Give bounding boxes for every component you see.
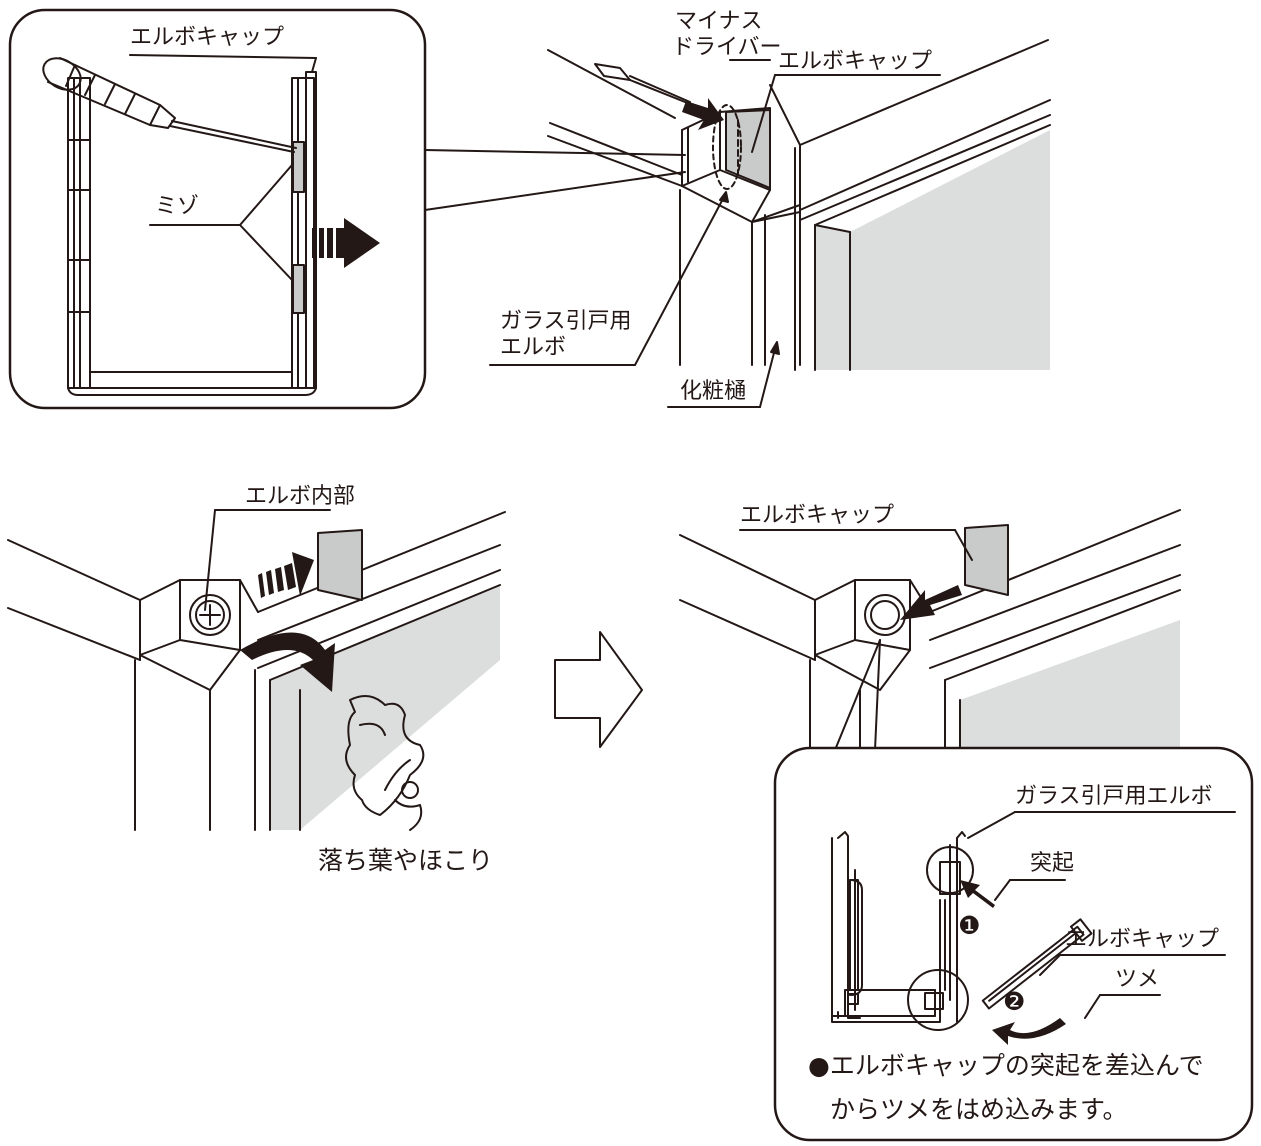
elbow-inside-label: エルボ内部: [245, 484, 356, 509]
tr-elbow-cap-label: エルボキャップ: [778, 49, 933, 74]
claw-label: ツメ: [1115, 967, 1160, 992]
glass-elbow-label-line2: エルボ: [500, 335, 567, 360]
instruction-note-line1: ●エルボキャップの突起を差込んで: [808, 1051, 1204, 1080]
gutter-label: 化粧樋: [680, 379, 747, 404]
tl-groove-label: ミゾ: [155, 194, 200, 219]
detail-elbow-cap-label: エルボキャップ: [1065, 927, 1220, 952]
glass-elbow-label-line1: ガラス引戸用: [500, 309, 632, 334]
detail-panel: [773, 746, 1254, 1142]
bottom-right-view: [679, 509, 1181, 751]
protrusion-label: 突起: [1030, 851, 1075, 876]
detail-glass-elbow-label: ガラス引戸用エルボ: [1015, 784, 1213, 809]
screwdriver-label-line1: マイナス: [675, 9, 763, 34]
step-1-marker: ❶: [958, 911, 981, 940]
bottom-left-view: [7, 509, 506, 831]
instruction-note-line2: からツメをはめ込みます。: [830, 1095, 1128, 1124]
screwdriver-label-line2: ドライバー: [672, 35, 782, 60]
br-elbow-cap-label: エルボキャップ: [740, 503, 895, 528]
top-left-detail-panel: [8, 8, 686, 410]
tl-elbow-cap-label: エルボキャップ: [130, 25, 285, 50]
next-step-arrow: [554, 631, 643, 748]
top-right-main-view: [489, 39, 1051, 408]
leaves-label: 落ち葉やほこり: [318, 846, 494, 875]
step-2-marker: ❷: [1003, 987, 1026, 1016]
